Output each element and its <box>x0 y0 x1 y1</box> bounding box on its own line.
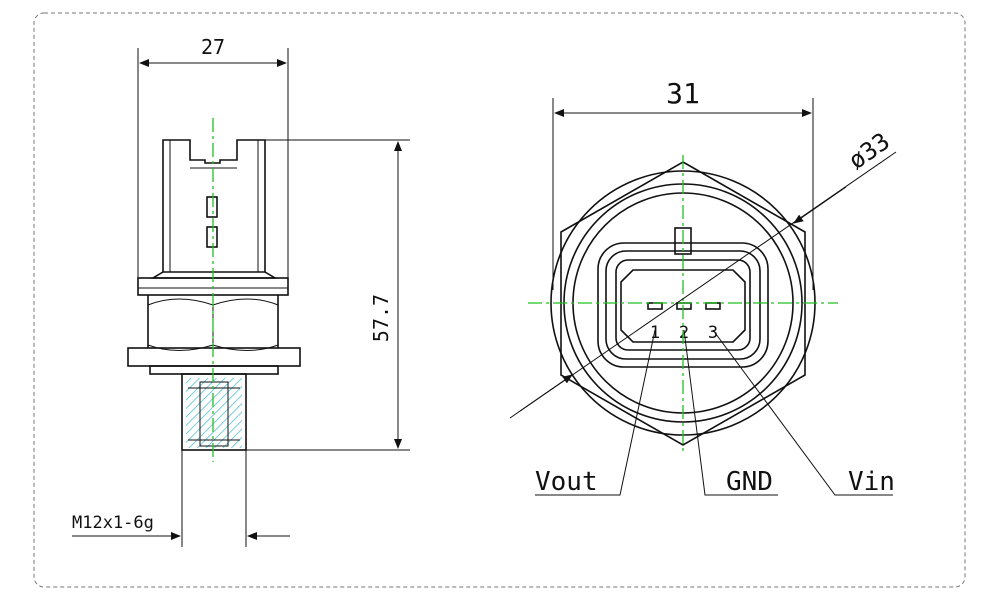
pin-number-3: 3 <box>708 323 718 343</box>
pin-number-1: 1 <box>650 323 660 343</box>
dim-width-front: 31 <box>666 77 700 110</box>
front-view: 1 2 3 31 ø33 Vout GND Vin <box>509 77 897 497</box>
drawing-frame <box>33 12 966 588</box>
pin-label-vin: Vin <box>848 467 895 497</box>
dim-height-side: 57.7 <box>369 294 393 342</box>
dim-width-side: 27 <box>201 35 225 59</box>
dim-diameter-front: ø33 <box>843 127 895 175</box>
pin-label-gnd: GND <box>726 467 773 497</box>
pin-label-vout: Vout <box>535 467 598 497</box>
side-view: 27 57.7 M12x1-6g <box>72 35 410 547</box>
thread-spec: M12x1-6g <box>72 513 154 533</box>
